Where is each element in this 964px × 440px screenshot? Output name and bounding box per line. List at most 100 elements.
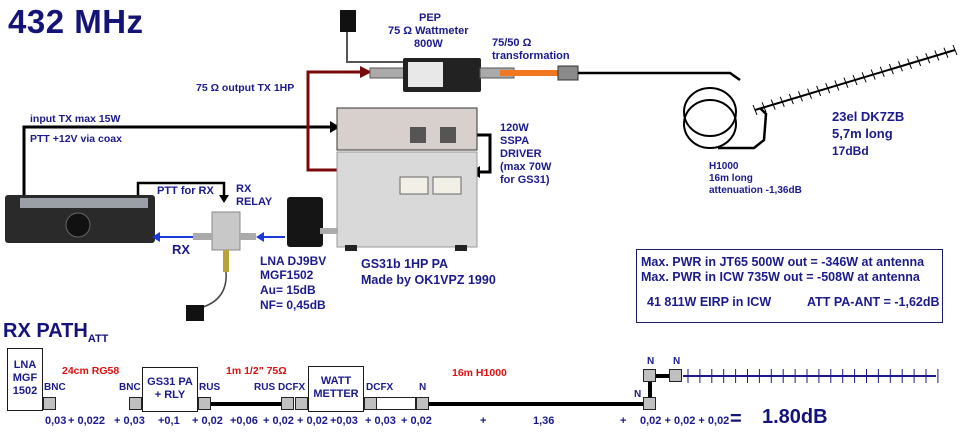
ptt-rx-wire bbox=[136, 181, 226, 197]
wattmeter-coax-in bbox=[369, 67, 405, 79]
rx-conn-label-dcfx-1: DCFX bbox=[278, 382, 306, 393]
rx-block-pa: GS31 PA + RLY bbox=[142, 367, 198, 412]
att-term: +0,1 bbox=[158, 415, 180, 427]
sspa-fan-2 bbox=[440, 127, 456, 143]
att-term: + 0,03 bbox=[114, 415, 145, 427]
att-term: 1,36 bbox=[533, 415, 555, 427]
rx-conn-n-2 bbox=[643, 397, 656, 410]
cable-label-3: attenuation -1,36dB bbox=[709, 185, 802, 196]
driver-pa-wire bbox=[470, 133, 492, 174]
att-total: 1.80dB bbox=[762, 406, 828, 428]
sspa-fan-1 bbox=[410, 127, 426, 143]
antenna-label-2: 5,7m long bbox=[832, 126, 893, 141]
rx-block-pa-line1: GS31 PA bbox=[147, 376, 193, 388]
att-term: + 0,03 bbox=[365, 415, 396, 427]
rx-path-title-text: RX PATH bbox=[3, 320, 88, 342]
rx-conn-label-n-4: N bbox=[673, 356, 681, 367]
wattmeter-label-type: 75 Ω Wattmeter bbox=[388, 25, 469, 37]
sspa-label-4: (max 70W bbox=[500, 161, 552, 173]
att-term: + bbox=[480, 415, 487, 427]
power-summary-jt65: Max. PWR in JT65 500W out = -346W at ant… bbox=[641, 255, 925, 269]
rx-conn-label-n-1: N bbox=[419, 382, 427, 393]
att-term: + bbox=[620, 415, 627, 427]
lna-label-4: NF= 0,45dB bbox=[260, 298, 326, 312]
rx-conn-bnc-1 bbox=[43, 397, 56, 410]
page-title: 432 MHz bbox=[8, 3, 144, 40]
yagi-element bbox=[925, 52, 931, 64]
pa-label-1: GS31b 1HP PA bbox=[361, 257, 449, 271]
lna-to-relay-arrow bbox=[256, 232, 264, 242]
transceiver-vfo-knob bbox=[65, 212, 91, 238]
rx-conn-label-n-2: N bbox=[634, 389, 642, 400]
yagi-element bbox=[870, 69, 876, 80]
yagi-element bbox=[888, 63, 894, 75]
att-term: 0,02 + 0,02 + 0,02 bbox=[640, 415, 730, 427]
sspa-label-2: SSPA bbox=[500, 135, 530, 147]
power-summary-icw: Max. PWR in ICW 735W out = -508W at ante… bbox=[641, 270, 920, 284]
rx-conn-n-1 bbox=[416, 397, 429, 410]
att-equals: = bbox=[730, 408, 742, 430]
cable-coil-1 bbox=[683, 87, 737, 137]
rx-block-lna-line3: 1502 bbox=[12, 385, 38, 397]
cable-coil-2 bbox=[683, 99, 737, 149]
ptt-rx-label: PTT for RX bbox=[157, 185, 214, 197]
yagi-element bbox=[834, 80, 840, 91]
lna-connector bbox=[320, 228, 338, 234]
rx-path-adapter-segment bbox=[376, 397, 416, 410]
power-adapter-icon bbox=[340, 10, 356, 32]
rx-conn-label-rus-2: RUS bbox=[254, 382, 276, 393]
rx-conn-label-rus-1: RUS bbox=[199, 382, 221, 393]
lna-label-3: Au= 15dB bbox=[260, 283, 316, 297]
yagi-element bbox=[916, 55, 922, 67]
att-term: + 0,02 bbox=[263, 415, 294, 427]
rx-conn-label-bnc-2: BNC bbox=[119, 382, 141, 393]
yagi-element bbox=[788, 93, 794, 105]
yagi-element bbox=[797, 91, 803, 102]
rx-block-wattmeter: WATT METTER bbox=[308, 366, 364, 412]
pa-meter-1 bbox=[399, 176, 429, 195]
pa-output-wire bbox=[306, 70, 362, 172]
rx-block-lna-line2: MGF bbox=[12, 372, 38, 384]
rx-conn-dcfx-2 bbox=[364, 397, 377, 410]
yagi-element bbox=[907, 58, 913, 69]
transformation-cable bbox=[500, 70, 558, 76]
att-term: + 0,02 bbox=[297, 415, 328, 427]
wattmeter-label-pep: PEP bbox=[418, 12, 441, 24]
yagi-element bbox=[897, 61, 903, 72]
relay-power-adapter-icon bbox=[186, 305, 204, 321]
rx-conn-label-dcfx-2: DCFX bbox=[366, 382, 394, 393]
rx-cable-label-half-inch: 1m 1/2" 75Ω bbox=[226, 365, 287, 377]
rx-cable-label-h1000: 16m H1000 bbox=[452, 367, 507, 379]
att-term: + 0,02 bbox=[192, 415, 223, 427]
yagi-element bbox=[952, 44, 958, 56]
lna-label-2: MGF1502 bbox=[260, 268, 314, 282]
sspa-label-3: DRIVER bbox=[500, 148, 542, 160]
rx-path-title: RX PATHATT bbox=[3, 320, 108, 345]
antenna-label-3: 17dBd bbox=[832, 144, 869, 158]
adapter-cable bbox=[346, 25, 405, 63]
rx-conn-rus-1 bbox=[198, 397, 211, 410]
rx-conn-dcfx-1 bbox=[295, 397, 308, 410]
yagi-element bbox=[879, 66, 885, 78]
yagi-element bbox=[852, 74, 858, 86]
yagi-element bbox=[807, 88, 813, 99]
att-term: + 0,02 bbox=[401, 415, 432, 427]
rx-conn-bnc-2 bbox=[129, 397, 142, 410]
n-connector-plug bbox=[557, 65, 579, 81]
rx-relay-label-1: RX bbox=[236, 183, 252, 195]
wattmeter-label-power: 800W bbox=[414, 38, 443, 50]
feeder-to-coil bbox=[578, 71, 741, 82]
lna-body bbox=[287, 197, 323, 247]
pa-meter-2 bbox=[432, 176, 462, 195]
rx-label: RX bbox=[172, 242, 191, 257]
yagi-element bbox=[843, 77, 849, 88]
rx-out-arrow bbox=[152, 232, 160, 242]
rx-relay-body bbox=[211, 211, 241, 251]
att-term: +0,06 bbox=[230, 415, 258, 427]
ptt-rx-arrow bbox=[219, 195, 229, 203]
rx-block-wattmeter-line2: METTER bbox=[313, 388, 359, 400]
yagi-element bbox=[825, 82, 831, 94]
tx-input-arrow bbox=[330, 121, 340, 133]
rx-block-pa-line2: + RLY bbox=[154, 389, 186, 401]
